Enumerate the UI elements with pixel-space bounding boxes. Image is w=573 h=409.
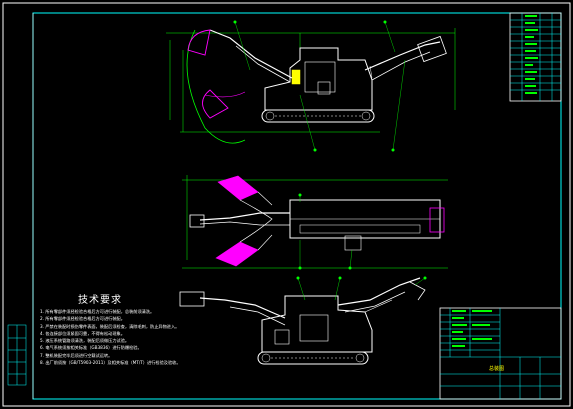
front-boom-2 bbox=[199, 297, 286, 319]
technical-notes-list: 1. 所有零部件须经检验合格后方可进行装配，总装前须清洗。 2. 所有零部件须经… bbox=[40, 308, 330, 366]
machine-body-2 bbox=[261, 295, 373, 353]
technical-note: 6. 电气系统须按相关标准（GB3836）进行防爆检验。 bbox=[40, 345, 142, 351]
rear-arm-2 bbox=[337, 277, 421, 306]
title-block bbox=[439, 307, 562, 400]
plan-bucket-lower bbox=[215, 241, 259, 267]
side-elevation-view bbox=[166, 20, 456, 152]
left-stamp-table bbox=[7, 324, 27, 386]
top-plan-view bbox=[182, 175, 448, 270]
technical-note: 5. 液压系统管路须清洗，装配后须做压力试验。 bbox=[40, 338, 130, 344]
technical-note: 8. 出厂前须按（GB/T5903-2011）及相关标准（MT/T）进行检验及验… bbox=[40, 360, 181, 366]
operating-elevation-view bbox=[179, 276, 427, 365]
technical-note: 3. 严禁在装配时损伤零件表面，装配后须检查，清除毛刺，防止异物进入。 bbox=[40, 323, 180, 329]
technical-note: 4. 各连接部位须紧固可靠，不得有松动现象。 bbox=[40, 330, 125, 336]
crawler-track bbox=[261, 109, 375, 123]
digging-arc bbox=[186, 29, 246, 144]
machine-body bbox=[264, 47, 373, 111]
front-boom bbox=[209, 29, 293, 79]
front-bucket-lower bbox=[202, 89, 229, 119]
technical-notes-title: 技术要求 bbox=[78, 295, 122, 306]
plan-bucket-upper bbox=[217, 175, 259, 201]
technical-note: 2. 所有零部件须经检验合格后方可进行装配。 bbox=[40, 316, 125, 322]
rear-conveyor bbox=[364, 41, 441, 71]
drawing-name: 总装图 bbox=[489, 366, 505, 372]
technical-note: 7. 整机装配完毕后须进行空载试运转。 bbox=[40, 352, 113, 358]
boom-plan bbox=[199, 212, 290, 221]
revision-table bbox=[509, 12, 562, 102]
front-bucket-upper bbox=[187, 29, 211, 56]
technical-note: 1. 所有零部件须经检验合格后方可进行装配，总装前须清洗。 bbox=[40, 309, 155, 314]
